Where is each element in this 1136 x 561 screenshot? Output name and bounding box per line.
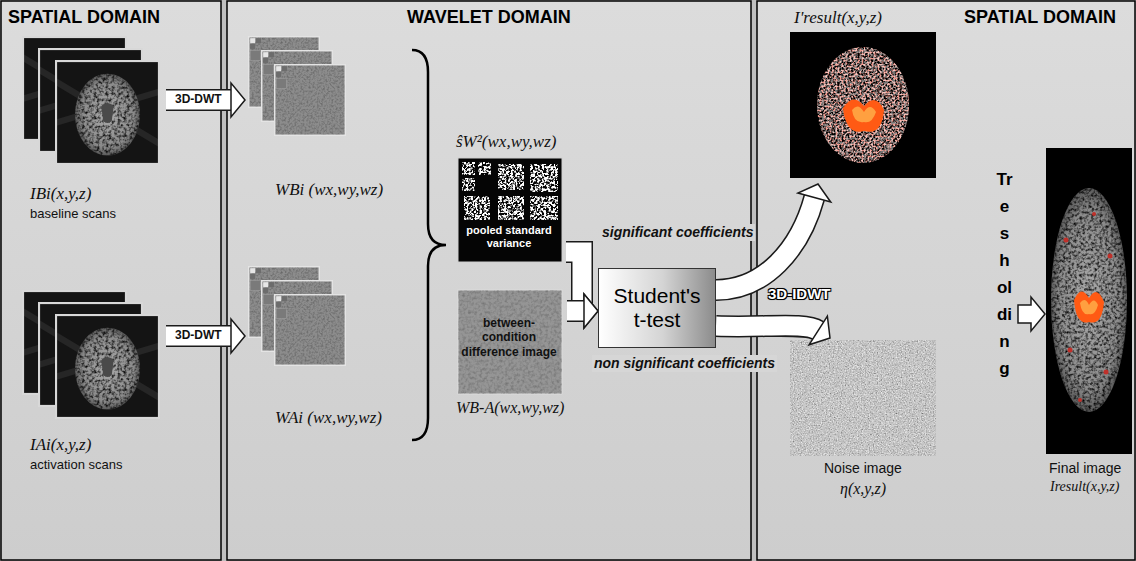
test-box: Student's t-test — [598, 268, 716, 348]
wavelet-stack: WAi (wx,wy,wz) — [245, 262, 395, 437]
arrow-body — [716, 326, 818, 331]
scan-stack: IAi(x,y,z) activation scans — [20, 270, 166, 475]
activation-scan-stack — [22, 290, 160, 419]
block-arrow — [716, 316, 830, 345]
noise-image: Noise image η(x,y,z) — [788, 338, 938, 508]
noise-image — [790, 340, 936, 456]
arrow-head — [809, 316, 830, 345]
arrow-body — [566, 252, 584, 311]
math-label: η(x,y,z) — [840, 479, 886, 498]
arrow-head — [231, 83, 245, 117]
result-image — [790, 32, 936, 178]
wavelet-stack — [248, 36, 346, 136]
block-arrow — [567, 294, 598, 328]
caption-text: between-condition difference image — [460, 316, 558, 359]
panel-header: SPATIAL DOMAIN — [8, 7, 160, 29]
arrow-head — [798, 184, 831, 202]
wavelet-stack — [248, 266, 346, 366]
caption-text: Noise image — [824, 460, 902, 477]
math-label: Iresult(x,y,z) — [1050, 479, 1119, 496]
arrow-body — [166, 327, 231, 346]
baseline-scan-stack — [22, 36, 160, 165]
math-label: ŝW²(wx,wy,wz) — [456, 132, 556, 152]
scan-stack: IBi(x,y,z) baseline scans — [20, 34, 166, 224]
arrow-outline — [566, 252, 584, 311]
math-label: WB-A(wx,wy,wz) — [456, 398, 564, 417]
wavelet-stack: WBi (wx,wy,wz) — [245, 32, 395, 207]
vertical-label: Tresholding — [996, 166, 1013, 382]
panel-header: WAVELET DOMAIN — [407, 7, 571, 29]
variance-image: ŝW²(wx,wy,wz) pooled standard variance — [452, 130, 566, 266]
difference-image — [458, 290, 562, 394]
arrow-outline — [716, 198, 814, 290]
caption-text: activation scans — [30, 457, 123, 473]
arrow-body — [166, 91, 231, 110]
math-label: WAi (wx,wy,wz) — [275, 408, 382, 428]
arrow-head — [584, 294, 598, 328]
block-arrow — [566, 252, 598, 328]
edge-label: 3D-DWT — [174, 329, 223, 342]
block-arrow — [166, 319, 245, 353]
final-image — [1046, 148, 1132, 454]
final-image: Final imageIresult(x,y,z) — [1036, 146, 1134, 506]
math-label: IAi(x,y,z) — [30, 435, 91, 455]
arrow-outline — [166, 325, 231, 347]
edge-label: significant coefficients — [600, 224, 755, 241]
variance-image — [458, 158, 562, 262]
block-arrow — [166, 83, 245, 117]
difference-image: between-condition difference imageWB-A(w… — [452, 286, 567, 428]
caption-text: baseline scans — [30, 206, 116, 222]
arrow-head — [584, 294, 598, 328]
caption-text: Final image — [1049, 460, 1121, 477]
edge-label: non significant coefficients — [592, 355, 777, 372]
curly-brace — [412, 50, 446, 440]
arrow-outline — [716, 326, 818, 331]
caption-text: Student's t-test — [606, 284, 708, 332]
arrow-outline — [166, 89, 231, 111]
arrow-body — [716, 198, 814, 290]
arrow-body — [567, 302, 584, 321]
threshold-arrow — [1018, 297, 1045, 331]
arrow-head — [231, 319, 245, 353]
caption-text: pooled standard variance — [460, 224, 558, 250]
math-label: IBi(x,y,z) — [30, 184, 91, 204]
edge-label: 3D-DWT — [174, 93, 223, 106]
math-label: WBi (wx,wy,wz) — [275, 180, 383, 200]
math-label: I'result(x,y,z) — [794, 8, 882, 28]
arrow-outline — [567, 300, 584, 322]
panel-header: SPATIAL DOMAIN — [964, 7, 1116, 29]
result-image: I'result(x,y,z) — [788, 6, 938, 184]
step-label: 3D-IDWT — [768, 285, 831, 303]
